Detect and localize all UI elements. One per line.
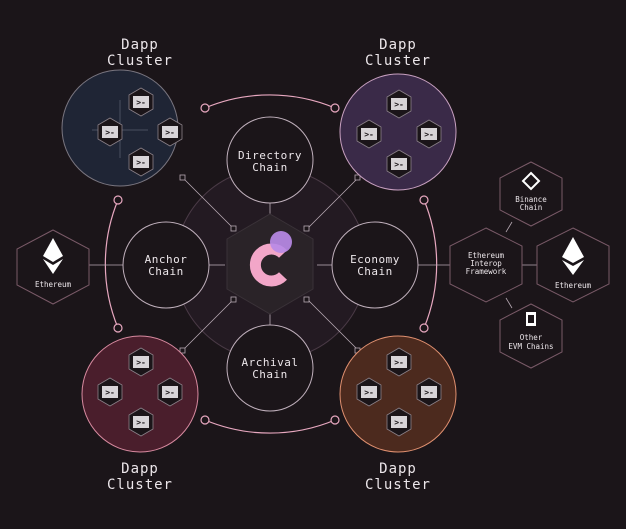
ethereum-right-node: Ethereum — [536, 227, 610, 303]
svg-text:Chain: Chain — [252, 368, 288, 381]
ethereum-icon — [43, 238, 63, 274]
svg-text:Anchor: Anchor — [145, 253, 188, 266]
directory-chain: Directory Chain — [226, 116, 314, 204]
ethereum-icon — [562, 237, 584, 275]
svg-text:Chain: Chain — [357, 265, 393, 278]
cluster-label-bl: Dapp — [121, 461, 159, 477]
svg-text:Economy: Economy — [350, 253, 400, 266]
economy-chain: Economy Chain — [331, 221, 419, 309]
outer-ring — [104, 94, 438, 434]
archival-chain: Archival Chain — [226, 324, 314, 412]
center-logo — [226, 213, 314, 315]
cluster-label-br: Dapp — [379, 461, 417, 477]
ring-nodes — [113, 103, 429, 425]
svg-text:Chain: Chain — [148, 265, 184, 278]
svg-text:Ethereum: Ethereum — [35, 280, 72, 289]
cluster-label-bl-2: Cluster — [107, 477, 173, 493]
other-evm-node: Other EVM Chains — [499, 303, 563, 369]
cluster-label-tr-2: Cluster — [365, 53, 431, 69]
cluster-label-tl: Dapp — [121, 37, 159, 53]
svg-text:Ethereum: Ethereum — [468, 251, 505, 260]
svg-text:Chain: Chain — [520, 203, 543, 212]
cluster-label-br-2: Cluster — [365, 477, 431, 493]
connectors — [89, 177, 540, 351]
cluster-label-tr: Dapp — [379, 37, 417, 53]
cluster-top-right — [339, 73, 457, 191]
svg-text:Framework: Framework — [466, 267, 507, 276]
binance-icon — [521, 171, 541, 191]
cluster-bottom-right — [339, 335, 457, 453]
cluster-bottom-left — [81, 335, 199, 453]
interop-node: Ethereum Interop Framework — [449, 227, 523, 303]
svg-text:Directory: Directory — [238, 149, 302, 162]
svg-text:Interop: Interop — [470, 259, 502, 268]
cluster-top-left — [61, 69, 183, 187]
svg-text:Binance: Binance — [515, 195, 547, 204]
svg-text:Archival: Archival — [242, 356, 299, 369]
cluster-label-tl-2: Cluster — [107, 53, 173, 69]
svg-text:EVM Chains: EVM Chains — [508, 342, 553, 351]
svg-text:Chain: Chain — [252, 161, 288, 174]
ethereum-left-node: Ethereum — [16, 229, 90, 305]
binance-node: Binance Chain — [499, 161, 563, 227]
svg-text:Ethereum: Ethereum — [555, 281, 592, 290]
anchor-chain: Anchor Chain — [122, 221, 210, 309]
svg-text:Other: Other — [520, 333, 543, 342]
chip-icon — [526, 312, 536, 326]
